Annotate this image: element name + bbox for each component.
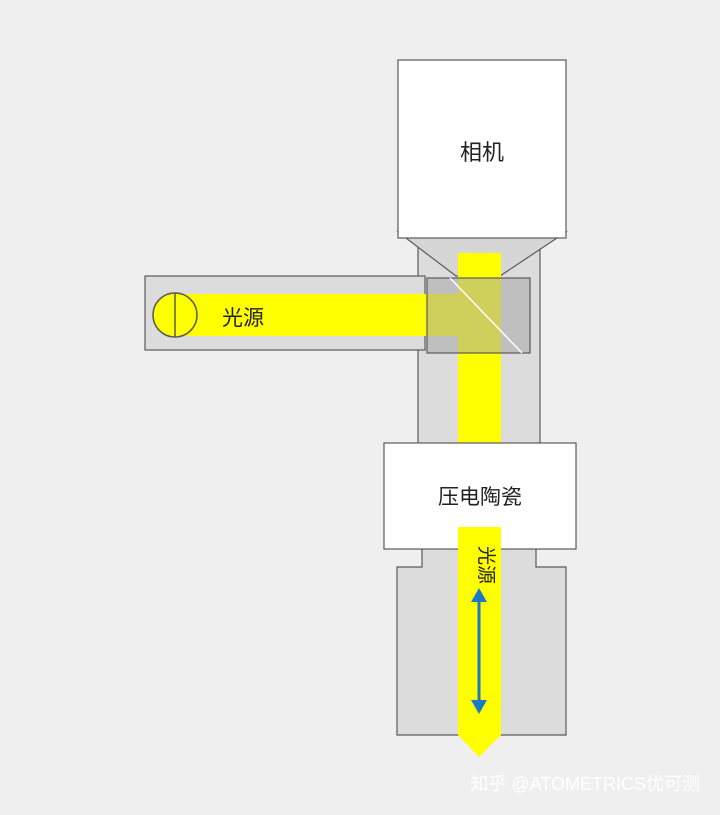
light-source-vertical-label: 光源 [475, 546, 497, 584]
light-source-label: 光源 [222, 306, 264, 330]
beam-splitter [426, 277, 531, 354]
lamp-icon [152, 292, 198, 338]
camera-label: 相机 [460, 141, 504, 166]
camera-box [397, 59, 567, 239]
horizontal-light-beam [178, 294, 460, 336]
piezo-label: 压电陶瓷 [438, 485, 522, 509]
double-arrow-icon [471, 588, 487, 714]
watermark: 知乎 @ATOMETRICS优可测 [470, 774, 700, 794]
